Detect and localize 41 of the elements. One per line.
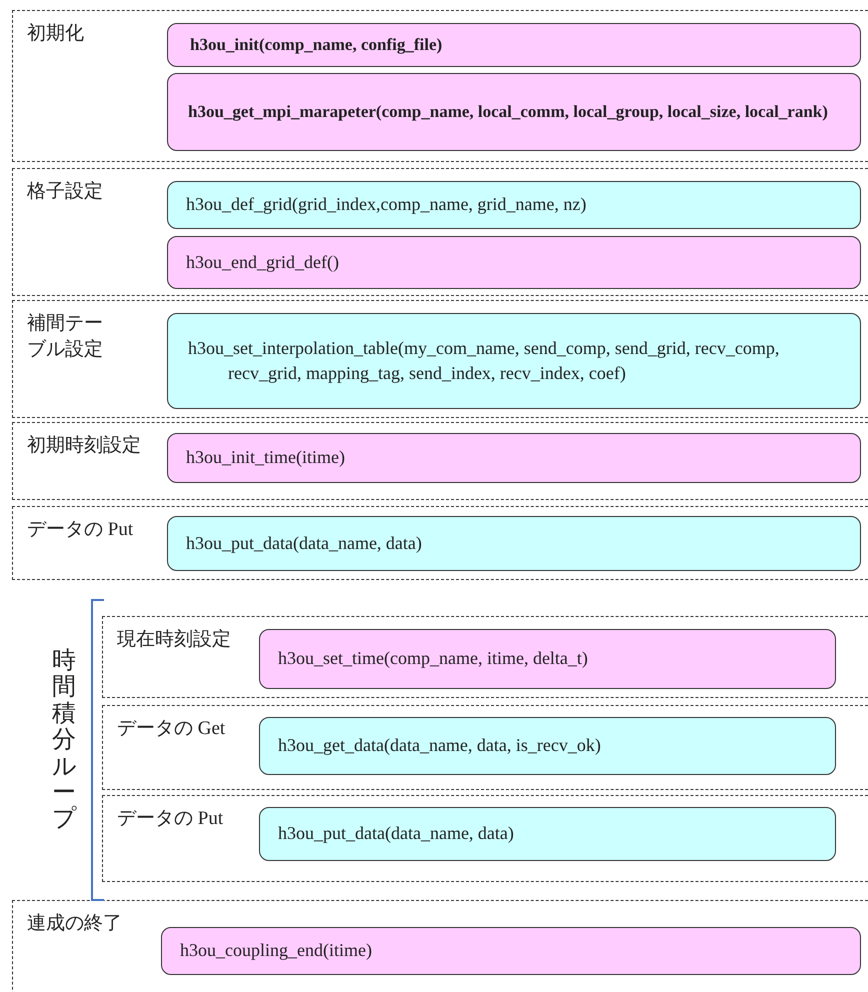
function-box xyxy=(167,236,861,289)
function-box xyxy=(259,807,836,861)
dashed-section-frame xyxy=(12,168,868,296)
section-heading: データの Put xyxy=(117,807,224,831)
section-heading: データの Get xyxy=(117,717,226,741)
function-call-text: h3ou_get_mpi_marapeter(comp_name, local_comm, local_group, local_size, local_rank) xyxy=(188,101,828,124)
dashed-section-frame xyxy=(102,705,868,790)
function-call-text: h3ou_def_grid(grid_index,comp_name, grid_name, nz) xyxy=(186,193,586,216)
dashed-section-frame xyxy=(102,795,868,882)
function-box xyxy=(167,433,861,483)
dashed-section-frame xyxy=(12,506,868,580)
function-call-text: h3ou_put_data(data_name, data) xyxy=(278,822,514,846)
function-call-text: h3ou_set_interpolation_table(my_com_name, send_comp, send_grid, recv_comp, recv_grid, mapping_tag, send_index, recv_index, coef) xyxy=(188,336,780,385)
function-call-text: h3ou_set_time(comp_name, itime, delta_t) xyxy=(278,647,588,670)
function-call-text: h3ou_put_data(data_name, data) xyxy=(186,532,422,555)
function-call-text: h3ou_get_data(data_name, data, is_recv_ok) xyxy=(278,734,601,758)
section-heading: データの Put xyxy=(27,518,134,542)
function-box xyxy=(259,717,836,775)
dashed-section-frame xyxy=(12,422,868,500)
function-box xyxy=(161,927,861,975)
function-box xyxy=(167,73,861,151)
function-box xyxy=(167,313,861,409)
dashed-section-frame xyxy=(102,616,868,698)
function-call-text: h3ou_init_time(itime) xyxy=(186,446,345,470)
section-heading: 補間テーブル設定 xyxy=(27,312,104,362)
section-heading: 初期時刻設定 xyxy=(27,434,142,458)
function-call-text: h3ou_init(comp_name, config_file) xyxy=(190,34,442,56)
function-box xyxy=(167,181,861,229)
function-box xyxy=(167,23,861,67)
loop-label: 時間積分ループ xyxy=(52,648,76,833)
section-heading: 初期化 xyxy=(27,22,85,46)
section-heading: 連成の終了 xyxy=(27,912,123,936)
dashed-section-frame xyxy=(12,300,868,418)
dashed-section-frame xyxy=(12,900,868,992)
dashed-section-frame xyxy=(12,10,868,162)
function-box xyxy=(259,629,836,689)
function-box xyxy=(167,516,861,571)
section-heading: 格子設定 xyxy=(27,180,104,204)
function-call-text: h3ou_coupling_end(itime) xyxy=(180,939,372,962)
function-call-text: h3ou_end_grid_def() xyxy=(186,250,339,274)
section-heading: 現在時刻設定 xyxy=(117,628,232,652)
